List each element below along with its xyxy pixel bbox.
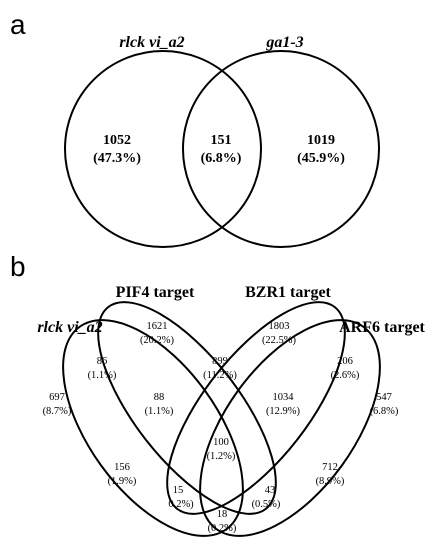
- panel-a-circle-ga13: [182, 50, 380, 248]
- panel-a-region-percent: (45.9%): [297, 151, 345, 166]
- panel-b-region-percent: (8.7%): [43, 406, 72, 417]
- panel-b-region-count: 100: [213, 437, 229, 448]
- panel-a-region-count: 1019: [307, 133, 335, 148]
- panel-a-region-percent: (47.3%): [93, 151, 141, 166]
- panel-b-region-percent: (12.9%): [266, 406, 301, 417]
- panel-b-set-bzr1-label: BZR1 target: [245, 284, 331, 301]
- panel-b-region-percent: (1.1%): [88, 370, 117, 381]
- panel-a-set-rlck-label: rlck vi_a2: [119, 34, 184, 51]
- panel-b-set-pif4-label: PIF4 target: [116, 284, 195, 301]
- panel-b-ellipse-arf6: [199, 319, 381, 537]
- panel-b-region-count: 206: [337, 356, 353, 367]
- panel-b-region-percent: (20.2%): [140, 335, 175, 346]
- panel-b-region-percent: (6.8%): [370, 406, 399, 417]
- panel-b-set-arf6-label: ARF6 target: [339, 319, 425, 336]
- panel-a-circle-rlck: [64, 50, 262, 248]
- panel-a-letter: a: [10, 9, 26, 40]
- panel-b-region-percent: (8.9%): [316, 476, 345, 487]
- panel-b-ellipse-bzr1: [166, 301, 346, 515]
- panel-b-region-count: 1621: [147, 321, 168, 332]
- panel-b-region-count: 1034: [273, 392, 295, 403]
- panel-b-region-percent: (1.9%): [108, 476, 137, 487]
- panel-b-region-count: 697: [49, 392, 65, 403]
- panel-a-set-ga13-label: ga1-3: [265, 34, 303, 51]
- panel-b-region-percent: (0.5%): [252, 499, 281, 510]
- panel-b-region-count: 156: [114, 462, 130, 473]
- panel-b-region-percent: (22.5%): [262, 335, 297, 346]
- panel-b-region-count: 43: [265, 485, 276, 496]
- panel-b-region-count: 18: [217, 509, 228, 520]
- panel-b-region-count: 712: [322, 462, 338, 473]
- panel-b-region-percent: 0.2%): [168, 499, 194, 510]
- panel-a-region-count: 1052: [103, 133, 131, 148]
- panel-b-letter: b: [10, 251, 26, 282]
- panel-b-region-count: 88: [154, 392, 165, 403]
- panel-b-ellipse-pif4: [97, 301, 277, 515]
- panel-b-region-percent: (11.2%): [203, 370, 237, 381]
- panel-b-region-percent: (1.1%): [145, 406, 174, 417]
- panel-b-region-count: 86: [97, 356, 108, 367]
- panel-b-region-count: 1803: [269, 321, 290, 332]
- panel-b-region-count: 899: [212, 356, 228, 367]
- panel-b-region-count: 15: [173, 485, 184, 496]
- panel-a-region-count: 151: [211, 133, 232, 148]
- panel-b-region-count: 547: [376, 392, 392, 403]
- panel-b-region-percent: (0.2%): [208, 523, 237, 534]
- panel-b-region-percent: (2.6%): [331, 370, 360, 381]
- panel-a-region-percent: (6.8%): [201, 151, 242, 166]
- panel-b-region-percent: (1.2%): [207, 451, 236, 462]
